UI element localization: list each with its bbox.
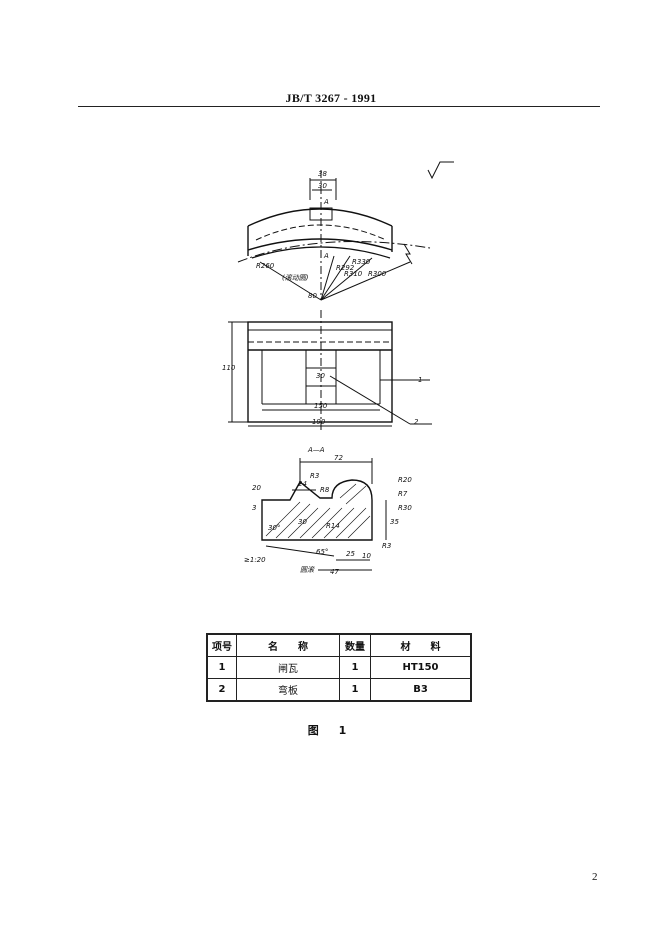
part-material: HT150 — [370, 656, 472, 679]
top-view-outer-arc — [247, 208, 393, 227]
dim-label: 80 — [308, 292, 317, 300]
dim-label: 65° — [316, 548, 328, 556]
dim-label: 47 — [330, 568, 339, 576]
page-number: 2 — [592, 871, 598, 883]
part-quantity: 1 — [339, 656, 371, 679]
part-name: 弯板 — [236, 678, 340, 702]
part-callout: 2 — [414, 418, 419, 426]
column-header: 材 料 — [370, 633, 472, 657]
section-profile — [261, 479, 373, 541]
dim-label: R30 — [398, 504, 412, 512]
column-header: 项号 — [206, 633, 237, 657]
dim-label: 110 — [222, 364, 236, 372]
technical-drawing: 38 30 A A R260 (滚动圆) R292 R310 R330 R300… — [222, 161, 454, 576]
table-header-row: 项号 名 称 数量 材 料 — [206, 633, 472, 657]
dim-label: 圆滚 — [300, 566, 315, 574]
dim-label: 30 — [298, 518, 307, 526]
dim-label: R3 — [310, 472, 319, 480]
header-rule — [78, 106, 600, 107]
dim-label: R260 — [256, 262, 275, 270]
dim-label: 35 — [390, 518, 399, 526]
taper-label: ≥1:20 — [244, 556, 266, 564]
dim-label: 38 — [318, 170, 327, 178]
dim-label: R3 — [382, 542, 391, 550]
part-name: 闸瓦 — [236, 656, 340, 679]
dim-label: R8 — [320, 486, 330, 494]
dim-label: 30° — [268, 524, 280, 532]
dim-label: A — [323, 252, 329, 260]
table-row: 2 弯板 1 B3 — [206, 678, 472, 702]
top-view-inner-arc — [247, 238, 393, 251]
part-callout: 1 — [418, 376, 422, 384]
table-row: 1 闸瓦 1 HT150 — [206, 656, 472, 679]
item-number: 2 — [206, 678, 237, 702]
dim-label: R300 — [368, 270, 387, 278]
dim-label: R310 — [344, 270, 363, 278]
part-quantity: 1 — [339, 678, 371, 702]
dim-label: A — [323, 198, 329, 206]
dim-label: 25 — [346, 550, 355, 558]
parts-table: 项号 名 称 数量 材 料 1 闸瓦 1 HT150 2 弯板 1 B3 — [206, 633, 472, 702]
standard-number: JB/T 3267 - 1991 — [285, 91, 377, 105]
roughness-symbol-icon — [427, 161, 454, 180]
dim-label: 20 — [252, 484, 261, 492]
section-title: A—A — [307, 446, 325, 454]
dim-label: 30 — [318, 182, 327, 190]
dim-label: R292 — [336, 264, 355, 272]
dim-label: R7 — [398, 490, 408, 498]
dim-label: 190 — [312, 418, 326, 426]
dim-label: 3 — [252, 504, 256, 512]
part-material: B3 — [370, 678, 472, 702]
column-header: 名 称 — [236, 633, 340, 657]
item-number: 1 — [206, 656, 237, 679]
dim-label: 30 — [316, 372, 325, 380]
dim-label: 150 — [314, 402, 328, 410]
dim-label: (滚动圆) — [282, 274, 309, 282]
dim-label: 72 — [334, 454, 343, 462]
figure-caption: 图 1 — [307, 724, 355, 737]
column-header: 数量 — [339, 633, 371, 657]
dim-label: R20 — [398, 476, 412, 484]
dim-label: 24 — [298, 480, 307, 488]
dim-label: 10 — [362, 552, 371, 560]
dim-label: R330 — [352, 258, 371, 266]
dim-label: R14 — [326, 522, 340, 530]
